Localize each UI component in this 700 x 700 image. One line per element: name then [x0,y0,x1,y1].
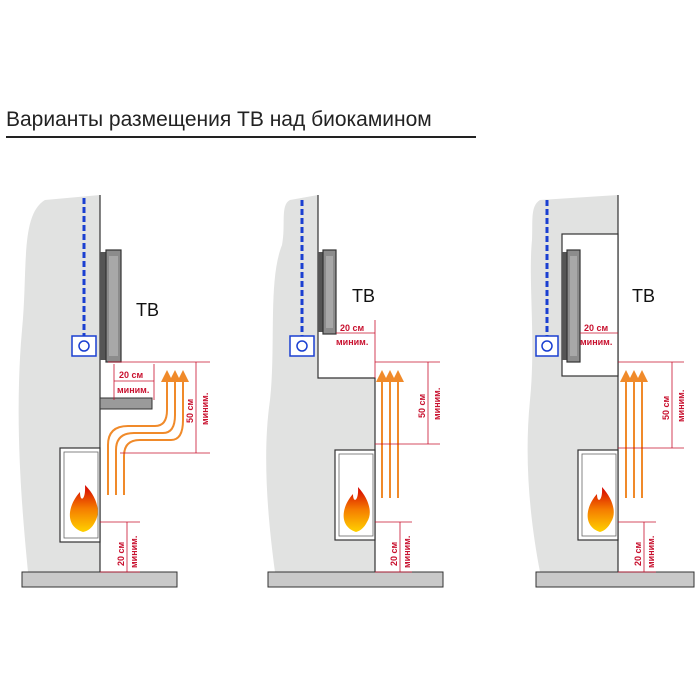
variant-1: ТВ 20 см миним. 50 см [18,195,210,588]
svg-text:20 см: 20 см [584,323,609,333]
tv-2 [318,249,337,335]
svg-text:50 см: 50 см [661,395,671,420]
svg-text:миним.: миним. [336,337,368,347]
height-dim-3: 50 см миним. [618,361,686,449]
svg-text:20 см: 20 см [633,541,643,566]
clearance-dim-3: 20 см миним. [580,323,618,347]
shelf-1 [99,397,153,410]
heat-arrows-3 [620,370,648,498]
floor-dim-2: 20 см миним. [375,521,412,573]
fireplace-3 [577,449,619,541]
tv-label-2: ТВ [352,286,375,306]
svg-text:50 см: 50 см [185,398,195,423]
svg-text:50 см: 50 см [417,393,427,418]
svg-text:миним.: миним. [676,390,686,422]
flame-icon-2 [343,487,370,532]
height-dim-2: 50 см миним. [375,361,442,445]
svg-text:миним.: миним. [580,337,612,347]
tv-3 [562,249,581,363]
svg-text:20 см: 20 см [389,541,399,566]
svg-text:20 см: 20 см [119,370,144,380]
heat-arrows-2 [376,370,404,498]
flame-icon-3 [587,487,614,532]
svg-text:миним.: миним. [646,536,656,568]
fireplace-2 [334,449,376,541]
clearance-dim-1: 20 см миним. [113,364,155,400]
floor-3 [535,571,695,588]
variant-2: ТВ 20 см миним. 50 см миним. [266,195,444,588]
outlet-icon-1 [71,335,97,357]
floor-2 [267,571,444,588]
floor-dim-3: 20 см миним. [618,521,656,573]
variant-3: ТВ 20 см миним. 50 см миним. [527,195,695,588]
tv-label-3: ТВ [632,286,655,306]
heat-arrows-1 [107,370,189,495]
outlet-icon-3 [535,335,559,357]
outlet-icon-2 [289,335,315,357]
tv-label-1: ТВ [136,300,159,320]
clearance-dim-2: 20 см миним. [336,320,376,378]
svg-text:20 см: 20 см [116,541,126,566]
floor-1 [21,571,178,588]
flame-icon-1 [69,485,98,532]
svg-text:миним.: миним. [129,536,139,568]
height-dim-1: 50 см миним. [108,361,210,454]
floor-dim-1: 20 см миним. [100,521,140,573]
fireplace-1 [59,447,101,543]
tv-1 [100,249,122,363]
svg-text:миним.: миним. [117,385,149,395]
svg-text:миним.: миним. [432,388,442,420]
page-title: Варианты размещения ТВ над биокамином [6,108,476,138]
svg-text:20 см: 20 см [340,323,365,333]
svg-text:миним.: миним. [200,393,210,425]
svg-text:миним.: миним. [402,536,412,568]
